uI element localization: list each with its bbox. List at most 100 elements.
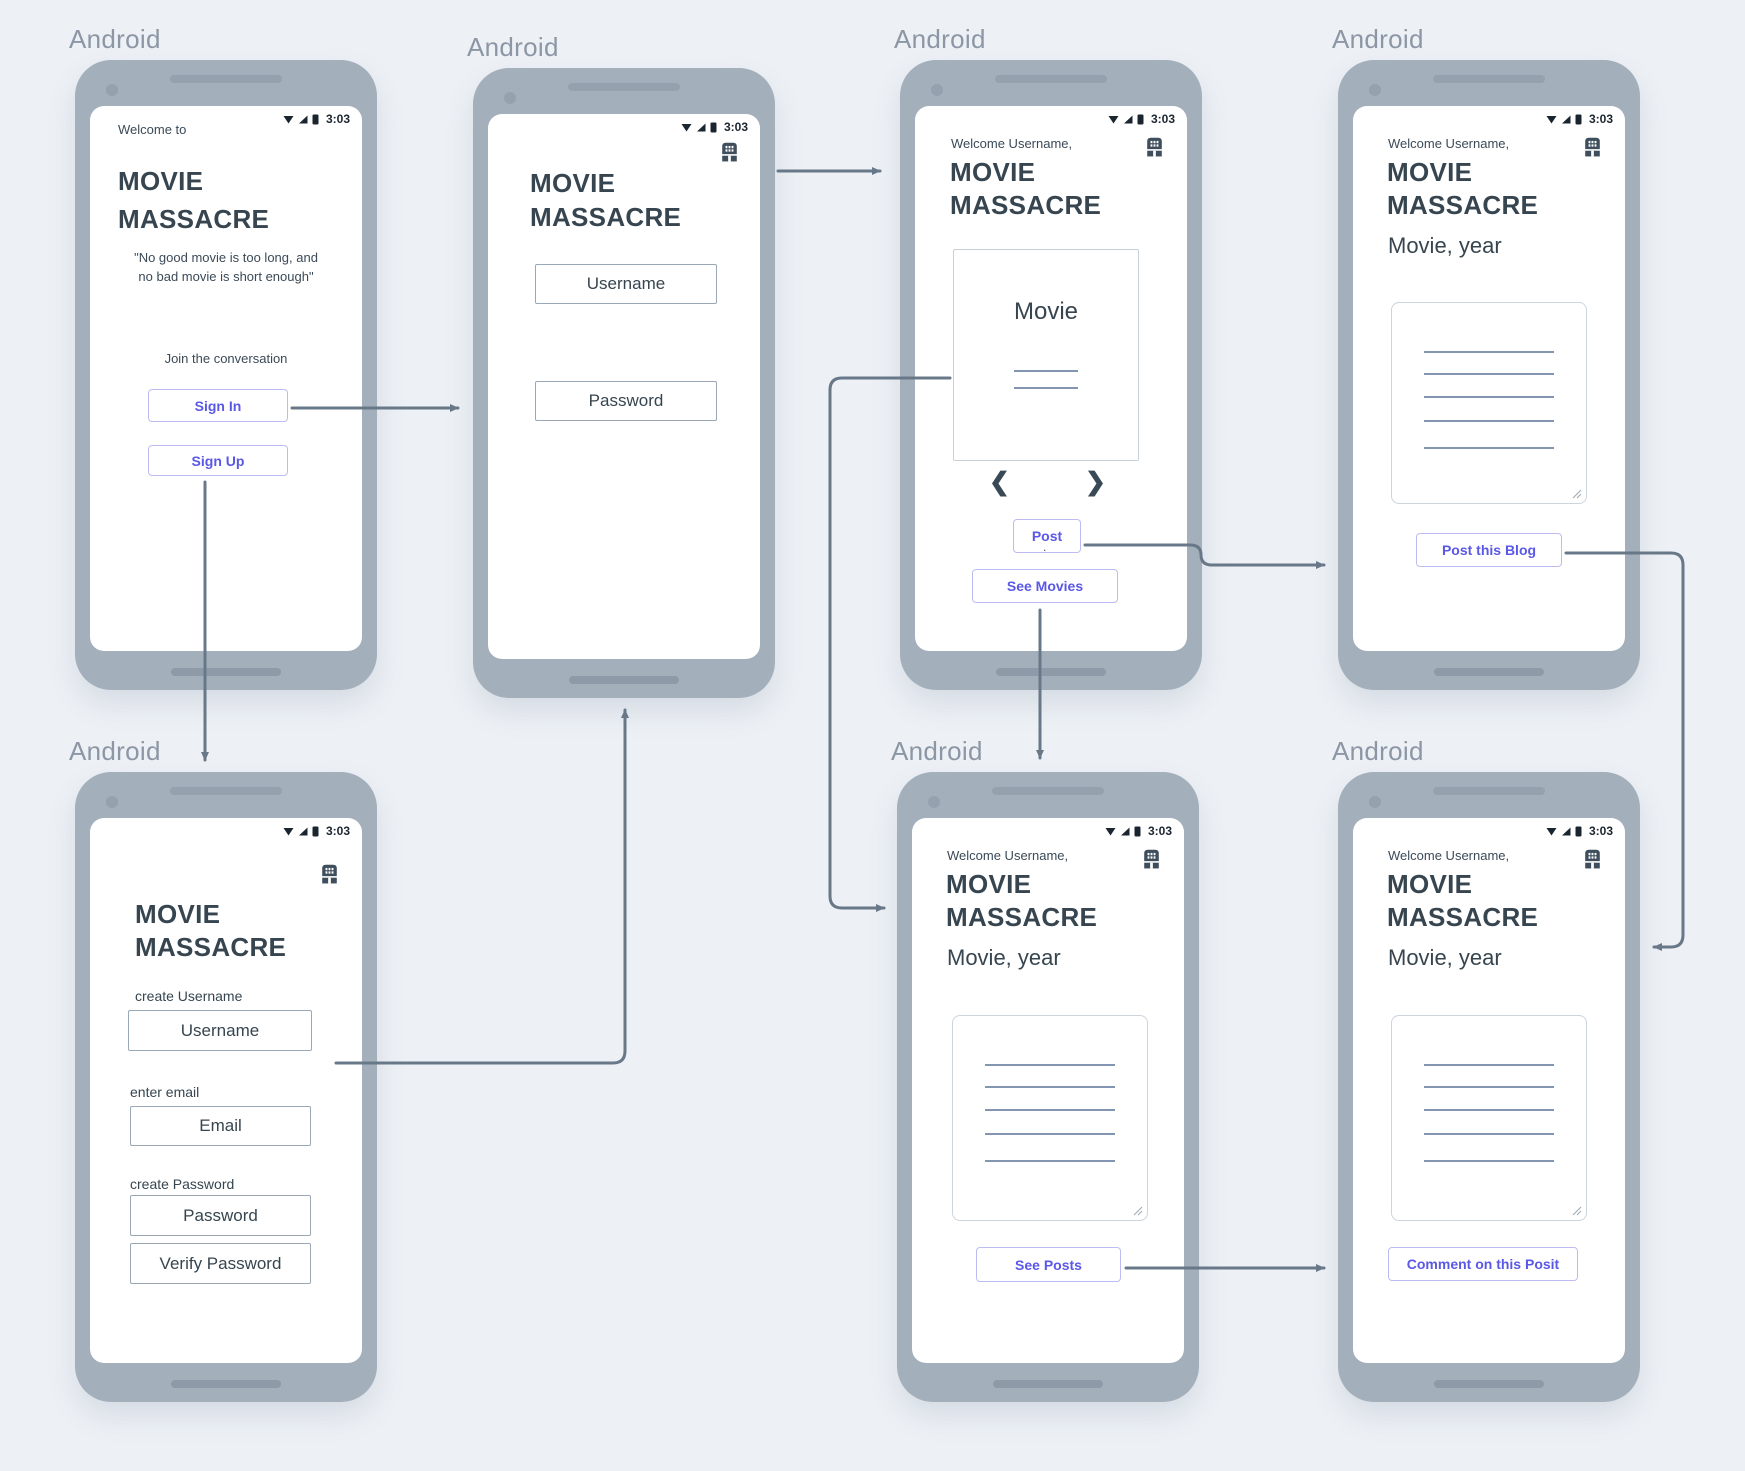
home-indicator[interactable] xyxy=(171,1380,281,1388)
status-bar: 3:03 xyxy=(283,824,350,838)
screen: 3:03 Welcome Username, MOVIE MASSACRE Mo… xyxy=(1353,106,1625,651)
building-icon[interactable] xyxy=(317,860,342,885)
text-line xyxy=(1424,351,1554,353)
username-field[interactable]: Username xyxy=(535,264,717,304)
movie-year-text: Movie, year xyxy=(1388,945,1502,970)
battery-icon xyxy=(312,114,319,124)
speaker-bar xyxy=(1433,75,1545,83)
movie-card[interactable]: Movie xyxy=(953,249,1139,461)
chevron-left-icon[interactable]: ❮ xyxy=(989,468,1010,496)
app-title-line1: MOVIE xyxy=(530,168,616,198)
email-field[interactable]: Email xyxy=(130,1106,311,1146)
app-title: MOVIE MASSACRE xyxy=(950,156,1101,222)
comment-on-post-button[interactable]: Comment on this Posit xyxy=(1388,1247,1578,1281)
status-bar: 3:03 xyxy=(1105,824,1172,838)
enter-email-label: enter email xyxy=(130,1084,200,1100)
building-icon[interactable] xyxy=(1139,845,1164,870)
verify-password-field[interactable]: Verify Password xyxy=(130,1243,311,1284)
text-line xyxy=(1424,373,1554,375)
home-indicator[interactable] xyxy=(993,1380,1103,1388)
cellular-icon xyxy=(1561,827,1571,835)
speaker-bar xyxy=(992,787,1104,795)
resize-handle-icon[interactable] xyxy=(1133,1206,1143,1216)
home-indicator[interactable] xyxy=(569,676,679,684)
app-title: MOVIE MASSACRE xyxy=(530,166,681,234)
blog-textarea[interactable] xyxy=(952,1015,1148,1221)
speaker-bar xyxy=(1433,787,1545,795)
phone-browse-screen: Android 3:03 Welcome Username, xyxy=(894,24,1202,690)
status-time: 3:03 xyxy=(1588,824,1613,838)
battery-icon xyxy=(312,826,319,836)
screen: 3:03 Welcome to MOVIE MASSACRE "No good … xyxy=(90,106,362,651)
building-icon[interactable] xyxy=(1580,845,1605,870)
see-posts-button[interactable]: See Posts xyxy=(976,1247,1121,1282)
wifi-icon xyxy=(1108,115,1119,123)
home-indicator[interactable] xyxy=(171,668,281,676)
screen: 3:03 Welcome Username, MOVIE MASSACRE Mo… xyxy=(915,106,1187,651)
camera-icon xyxy=(931,84,943,96)
phone-sign-in-screen: Android 3:03 MOVIE MAS xyxy=(467,32,775,698)
phone-frame: 3:03 Welcome Username, MOVIE MASSACRE Mo… xyxy=(897,772,1199,1402)
status-bar: 3:03 xyxy=(681,120,748,134)
home-indicator[interactable] xyxy=(1434,1380,1544,1388)
speaker-bar xyxy=(170,75,282,83)
text-line xyxy=(1014,387,1078,389)
android-label: Android xyxy=(894,24,986,54)
resize-handle-icon[interactable] xyxy=(1572,489,1582,499)
status-time: 3:03 xyxy=(1147,824,1172,838)
app-title: MOVIE MASSACRE xyxy=(1387,156,1538,222)
status-bar: 3:03 xyxy=(283,112,350,126)
android-label: Android xyxy=(891,736,983,766)
text-line xyxy=(1424,1109,1554,1111)
status-bar: 3:03 xyxy=(1546,112,1613,126)
welcome-to-text: Welcome to xyxy=(118,122,187,137)
password-field[interactable]: Password xyxy=(535,381,717,421)
app-title: MOVIE MASSACRE xyxy=(1387,868,1538,934)
wifi-icon xyxy=(283,827,294,835)
resize-handle-icon[interactable] xyxy=(1572,1206,1582,1216)
movie-card-title: Movie xyxy=(1013,298,1079,325)
building-icon[interactable] xyxy=(1142,133,1167,158)
cellular-icon xyxy=(298,827,308,835)
cellular-icon xyxy=(1123,115,1133,123)
post-this-blog-button[interactable]: Post this Blog xyxy=(1416,533,1562,567)
phone-frame: 3:03 Welcome to MOVIE MASSACRE "No good … xyxy=(75,60,377,690)
blog-textarea[interactable] xyxy=(1391,302,1587,504)
text-line xyxy=(985,1109,1115,1111)
cellular-icon xyxy=(1120,827,1130,835)
chevron-right-icon[interactable]: ❯ xyxy=(1085,468,1106,496)
phone-write-blog-screen: Android 3:03 Welcome Username, xyxy=(1332,24,1640,690)
join-conversation-text: Join the conversation xyxy=(164,351,288,366)
phone-frame: 3:03 MOVIE MASSACRE Username Password xyxy=(473,68,775,698)
create-username-label: create Username xyxy=(135,988,243,1004)
app-title: MOVIE MASSACRE xyxy=(118,162,269,238)
app-title-line2: MASSACRE xyxy=(1387,902,1539,932)
speaker-bar xyxy=(995,75,1107,83)
app-title-line2: MASSACRE xyxy=(118,204,270,234)
text-line xyxy=(1424,396,1554,398)
welcome-username-text: Welcome Username, xyxy=(947,848,1069,863)
sign-up-button[interactable]: Sign Up xyxy=(148,445,288,476)
cellular-icon xyxy=(696,123,706,131)
phone-sign-up-screen: Android 3:03 MOVIE MAS xyxy=(69,736,377,1402)
app-title-line2: MASSACRE xyxy=(530,202,682,232)
building-icon[interactable] xyxy=(1580,133,1605,158)
android-label: Android xyxy=(1332,736,1424,766)
home-indicator[interactable] xyxy=(996,668,1106,676)
text-line xyxy=(1424,1086,1554,1088)
post-button[interactable]: Post xyxy=(1013,519,1081,553)
signup-password-field[interactable]: Password xyxy=(130,1195,311,1236)
home-indicator[interactable] xyxy=(1434,668,1544,676)
building-icon[interactable] xyxy=(717,138,742,163)
sign-in-button[interactable]: Sign In xyxy=(148,389,288,422)
status-time: 3:03 xyxy=(1150,112,1175,126)
wifi-icon xyxy=(283,115,294,123)
text-line xyxy=(985,1064,1115,1066)
screen: 3:03 MOVIE MASSACRE Username Password xyxy=(488,114,760,659)
status-time: 3:03 xyxy=(723,120,748,134)
see-movies-button[interactable]: See Movies xyxy=(972,569,1118,603)
signup-username-field[interactable]: Username xyxy=(128,1010,312,1051)
blog-textarea[interactable] xyxy=(1391,1015,1587,1221)
battery-icon xyxy=(1134,826,1141,836)
